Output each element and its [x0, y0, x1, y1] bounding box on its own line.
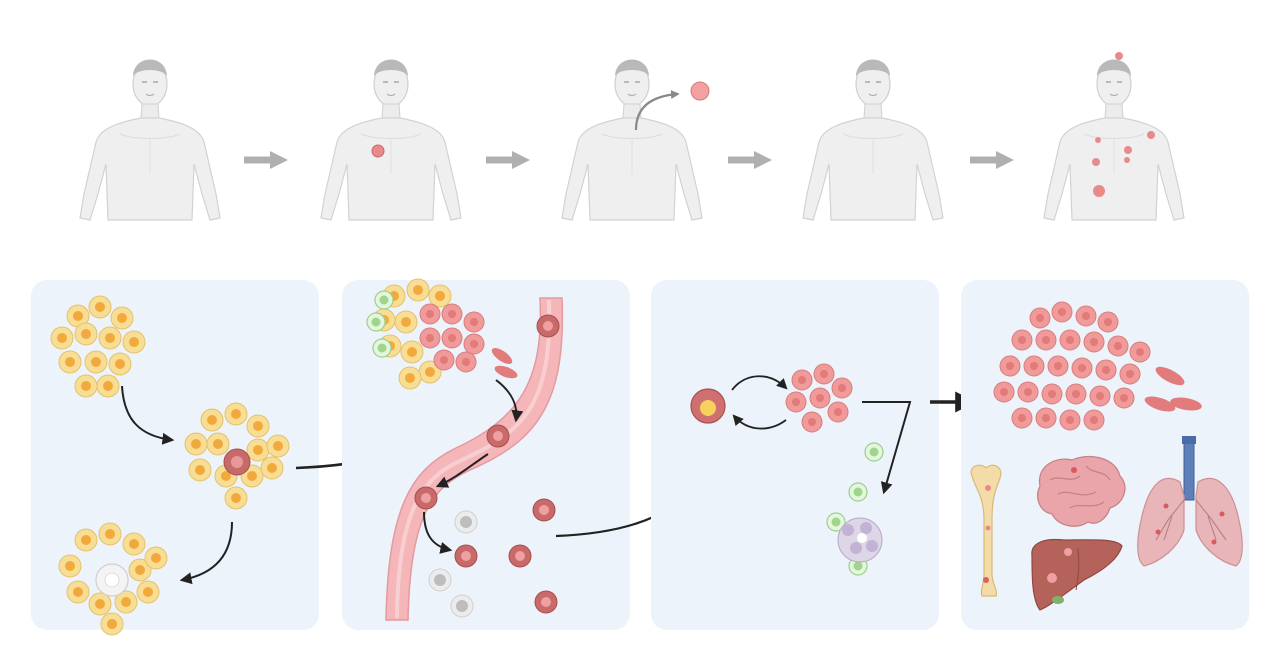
- stage-healthy-body: [80, 60, 220, 221]
- stage-dissemination-body: [562, 60, 709, 221]
- disseminated-cell-icon: [691, 82, 709, 100]
- stage-arrow-2-head: [512, 151, 530, 169]
- panel-metastatic-outgrowth: [961, 280, 1249, 630]
- stage-arrow-4-head: [996, 151, 1014, 169]
- stage-arrow-3-head: [754, 151, 772, 169]
- stage-primary-tumor-body: [321, 60, 461, 221]
- panel-dormancy: [651, 280, 939, 630]
- stage-metastasis-body: [1044, 52, 1184, 220]
- stage-arrow-1-head: [270, 151, 288, 169]
- dormant-cell: [691, 389, 725, 423]
- stage-dormancy-body: [803, 60, 943, 221]
